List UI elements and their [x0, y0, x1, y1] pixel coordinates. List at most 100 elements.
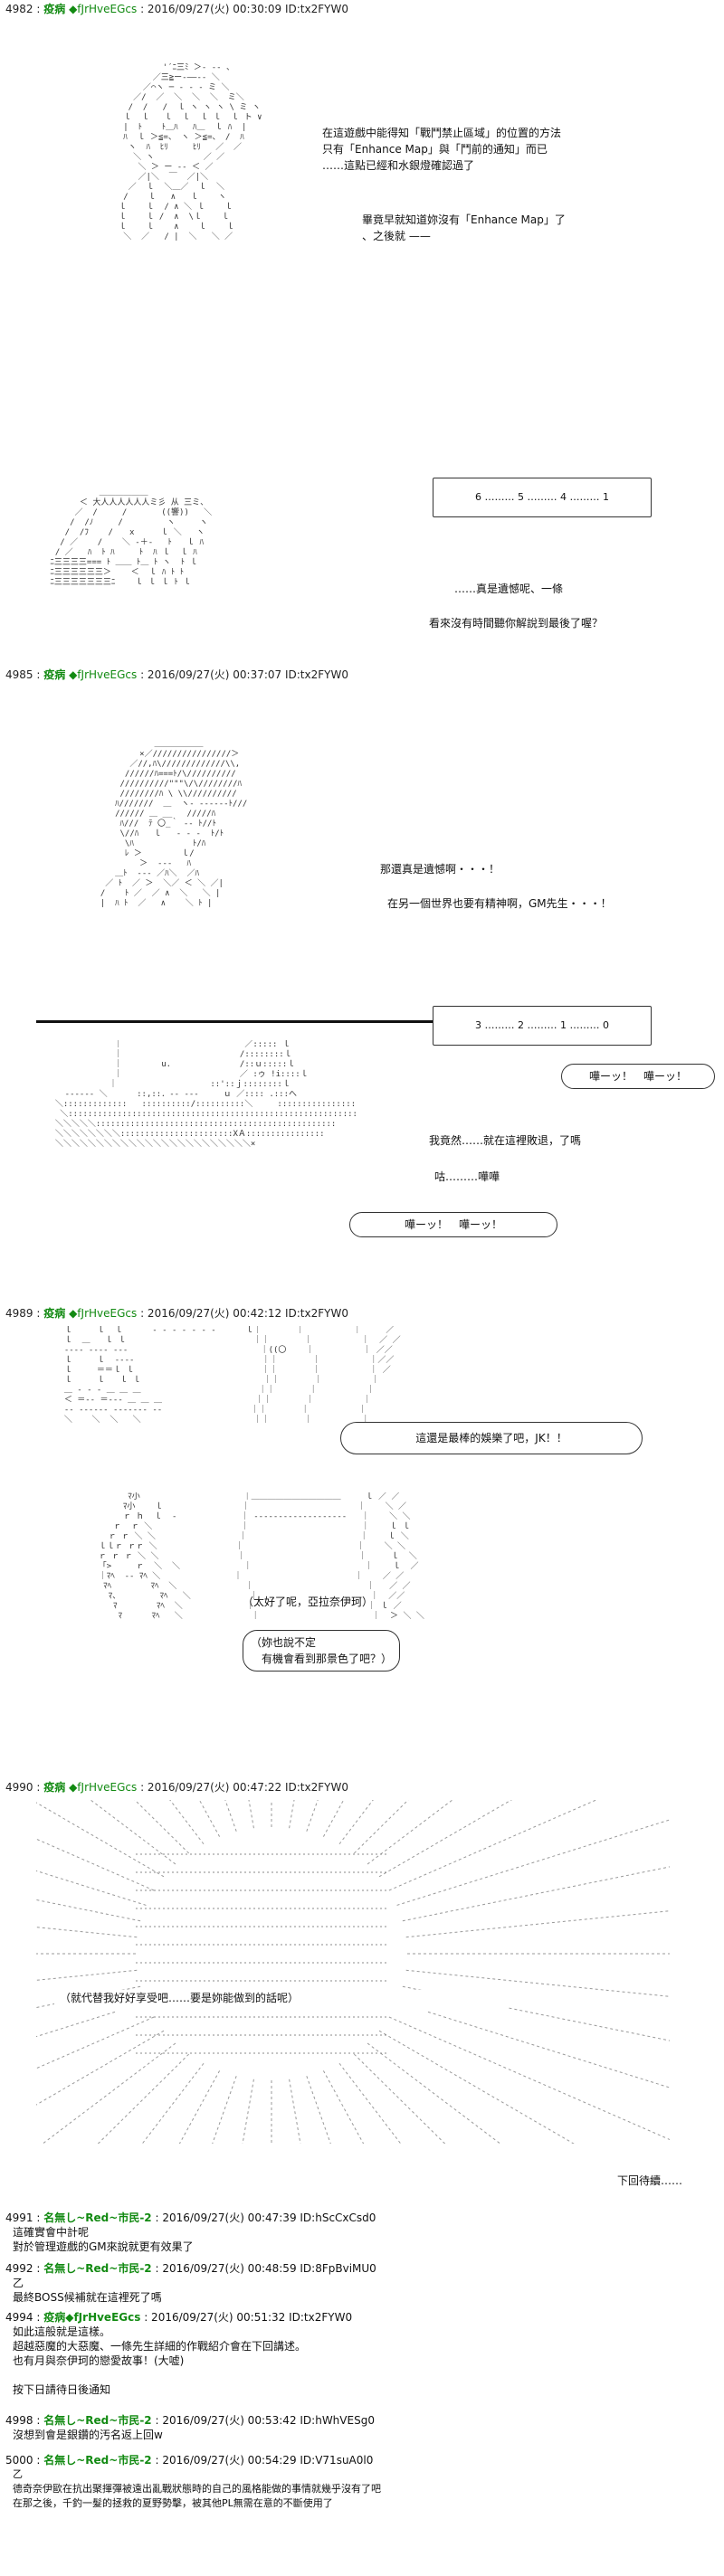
ascii-art-figure: '´ﾆ三ﾐ ＞‐ -- 、 ／三≧ー‐――‐- ＼ ／⌒ヽ ─ ‐ ‐ ‐ ミ …	[118, 63, 262, 242]
post-number: 4990 :	[5, 1781, 41, 1794]
dialog-text: （就代替我好好享受吧……要是妳能做到的話呢）	[60, 1990, 300, 2006]
sunburst-ray	[378, 2030, 575, 2144]
poster-trip: ◆fJrHveEGcs	[69, 1307, 138, 1320]
reply-body: 乙 德奇奈伊歐在抗出聚揮彈被遠出亂戰狀態時的自己的風格能做的事情就幾乎沒有了吧 …	[13, 2468, 381, 2509]
countdown-banner: 6 ……… 5 ……… 4 ……… 1	[433, 478, 652, 517]
sunburst-ray	[212, 2076, 237, 2144]
sunburst-ray	[306, 1800, 319, 1832]
post-header: 4990 : 疫病 ◆fJrHveEGcs : 2016/09/27(火) 00…	[5, 1780, 348, 1795]
reply-number: 5000 :	[5, 2454, 41, 2467]
dialog-text: 咕………嘩嘩	[434, 1170, 500, 1183]
reply-header: 4998 : 名無し~Red~市民-2 : 2016/09/27(火) 00:5…	[5, 2413, 375, 2428]
sunburst-ray	[178, 2070, 221, 2144]
dialog-text: 在這遊戲中能得知「戰鬥禁止區域」的位置的方法 只有「Enhance Map」與「…	[322, 127, 562, 172]
dialog-text: 在另一個世界也要有精神啊，GM先生・・・！	[387, 897, 612, 910]
sunburst-ray	[198, 1800, 221, 1837]
to-be-continued: 下回待續……	[617, 2174, 683, 2187]
sunburst-ray	[36, 1802, 165, 1878]
sunburst-ray	[388, 1800, 598, 1891]
sunburst-ray	[42, 2042, 176, 2144]
poster-trip: ◆fJrHveEGcs	[69, 3, 138, 15]
sunburst-ray	[289, 2079, 301, 2144]
sunburst-ray	[396, 2002, 670, 2088]
sunburst-ray	[378, 1800, 512, 1878]
reply-meta: : 2016/09/27(火) 00:48:59 ID:8FpBviMU0	[155, 2262, 376, 2275]
ascii-art-figures: ﾏ小 ｜＿＿＿＿＿＿＿＿＿＿＿ ｌ ／ ／ ﾏ小 ｌ ｜ ｜ ＼ ／ ｒ ｈ ｌ…	[98, 1492, 424, 1621]
sunburst-ray	[402, 1866, 670, 1922]
sunburst-ray	[36, 2030, 165, 2106]
ascii-art-room: ｌ ｌ ｌ ‐ ‐ ‐ ‐ ‐ ‐ ‐ ｌ｜ ｜ ｜ ／ ｌ ＿ ｌ ｌ ｜｜ …	[63, 1326, 401, 1425]
sunburst-ray	[338, 1800, 374, 1845]
post-meta: : 2016/09/27(火) 00:42:12 ID:tx2FYW0	[140, 1307, 348, 1320]
post-number: 4989 :	[5, 1307, 41, 1320]
sunburst-ray	[36, 1899, 141, 1922]
dialog-text: 看來沒有時間聽你解說到最後了喔？	[429, 617, 604, 630]
reply-body: 乙 最終BOSS候補就在這裡死了嗎	[13, 2277, 162, 2304]
sunburst-ray	[367, 1800, 453, 1865]
post-meta: : 2016/09/27(火) 00:37:07 ID:tx2FYW0	[140, 668, 348, 681]
reply-meta: : 2016/09/27(火) 00:54:29 ID:V71suA0l0	[155, 2454, 374, 2467]
post-number: 4985 :	[5, 668, 41, 681]
dialog-text: 畢竟早就知道妳沒有「Enhance Map」了 、之後就 ——	[362, 213, 566, 242]
reply-number: 4994 :	[5, 2311, 41, 2324]
post-header: 4982 : 疫病 ◆fJrHveEGcs : 2016/09/27(火) 00…	[5, 2, 348, 16]
reply-meta: : 2016/09/27(火) 00:53:42 ID:hWhVESg0	[155, 2414, 375, 2427]
sunburst-ray	[224, 1800, 237, 1832]
poster-trip: ◆fJrHveEGcs	[69, 668, 138, 681]
sunburst-ray	[90, 1800, 176, 1865]
reply-name[interactable]: 名無し~Red~市民-2	[43, 2414, 152, 2427]
ascii-art-stage: ｜ ／::::: ｌ ｜ /::::::::ｌ ｜ u. /::ｕ:::::ｌ …	[54, 1040, 357, 1149]
post-header: 4989 : 疫病 ◆fJrHveEGcs : 2016/09/27(火) 00…	[5, 1306, 348, 1321]
dialog-text: 我竟然……就在這裡敗退，了嗎	[429, 1134, 582, 1147]
sunburst-lines	[36, 1800, 670, 2144]
reply-body: 這確實會中計呢 對於管理遊戲的GM來說就更有效果了	[13, 2226, 194, 2253]
post-header: 4985 : 疫病 ◆fJrHveEGcs : 2016/09/27(火) 00…	[5, 668, 348, 682]
dialog-text: （太好了呢，亞拉奈伊珂）	[243, 1596, 374, 1608]
spiky-speech-bubble: 嘩ーッ！ 嘩ーッ！	[349, 1212, 557, 1237]
reply-name[interactable]: 名無し~Red~市民-2	[43, 2262, 152, 2275]
post-number: 4982 :	[5, 3, 41, 15]
poster-name[interactable]: 疫病	[43, 3, 66, 15]
dialog-text: ……真是遺憾呢、一條	[454, 582, 564, 595]
sunburst-ray	[248, 1800, 254, 1829]
reply-name[interactable]: 名無し~Red~市民-2	[43, 2211, 152, 2224]
sunburst-ray	[306, 2076, 331, 2144]
sunburst-ray	[405, 1910, 670, 1938]
reply-number: 4992 :	[5, 2262, 41, 2275]
sunburst-ray	[141, 2062, 205, 2144]
sunburst-ray	[388, 2016, 670, 2141]
reply-body: 如此這般就是這樣。 超越惡魔的大惡魔、一條先生詳細的作戰紹介會在下回講述。 也有…	[13, 2325, 307, 2396]
reply-meta: : 2016/09/27(火) 00:51:32 ID:tx2FYW0	[144, 2311, 353, 2324]
poster-trip: ◆fJrHveEGcs	[69, 1781, 138, 1794]
sunburst-ray	[36, 1969, 138, 1981]
post-meta: : 2016/09/27(火) 00:30:09 ID:tx2FYW0	[140, 3, 348, 15]
reply-header: 4992 : 名無し~Red~市民-2 : 2016/09/27(火) 00:4…	[5, 2261, 376, 2276]
sunburst-ray	[169, 1800, 205, 1845]
reply-header: 5000 : 名無し~Red~市民-2 : 2016/09/27(火) 00:5…	[5, 2453, 373, 2467]
sunburst-ray	[396, 1819, 670, 1906]
sunburst-ray	[322, 2070, 365, 2144]
sunburst-ray	[338, 2062, 402, 2144]
poster-name[interactable]: 疫病	[43, 668, 66, 681]
reply-number: 4998 :	[5, 2414, 41, 2427]
sunburst-art	[36, 1800, 670, 2144]
reply-body: 沒想到會是銀鑽的汚名返上回w	[13, 2429, 163, 2441]
panel-divider	[36, 1020, 543, 1023]
ascii-art-crowd: ＿＿＿＿＿＿ ＜ 大人人人人人人ミ彡 从 三ミ、 ／ / / ((響)) ＼ /…	[50, 488, 213, 587]
poster-name[interactable]: 疫病	[43, 1307, 66, 1320]
reply-header: 4991 : 名無し~Red~市民-2 : 2016/09/27(火) 00:4…	[5, 2211, 376, 2225]
post-meta: : 2016/09/27(火) 00:47:22 ID:tx2FYW0	[140, 1781, 348, 1794]
sunburst-ray	[242, 2079, 254, 2144]
reply-name[interactable]: 疫病◆fJrHveEGcs	[43, 2311, 141, 2324]
sunburst-ray	[289, 1800, 295, 1829]
sunburst-ray	[405, 1969, 670, 1997]
reply-number: 4991 :	[5, 2211, 41, 2224]
spiky-speech-bubble: 這還是最棒的娛樂了吧，JK！！	[340, 1422, 643, 1454]
reply-name[interactable]: 名無し~Red~市民-2	[43, 2454, 152, 2467]
reply-header: 4994 : 疫病◆fJrHveEGcs : 2016/09/27(火) 00:…	[5, 2310, 352, 2325]
sunburst-ray	[322, 1800, 345, 1837]
spiky-speech-bubble: 嘩ーッ！ 嘩ーッ！	[561, 1064, 715, 1089]
dialog-bubble: （妳也說不定 有機會看到那景色了吧？）	[243, 1630, 401, 1672]
poster-name[interactable]: 疫病	[43, 1781, 66, 1794]
